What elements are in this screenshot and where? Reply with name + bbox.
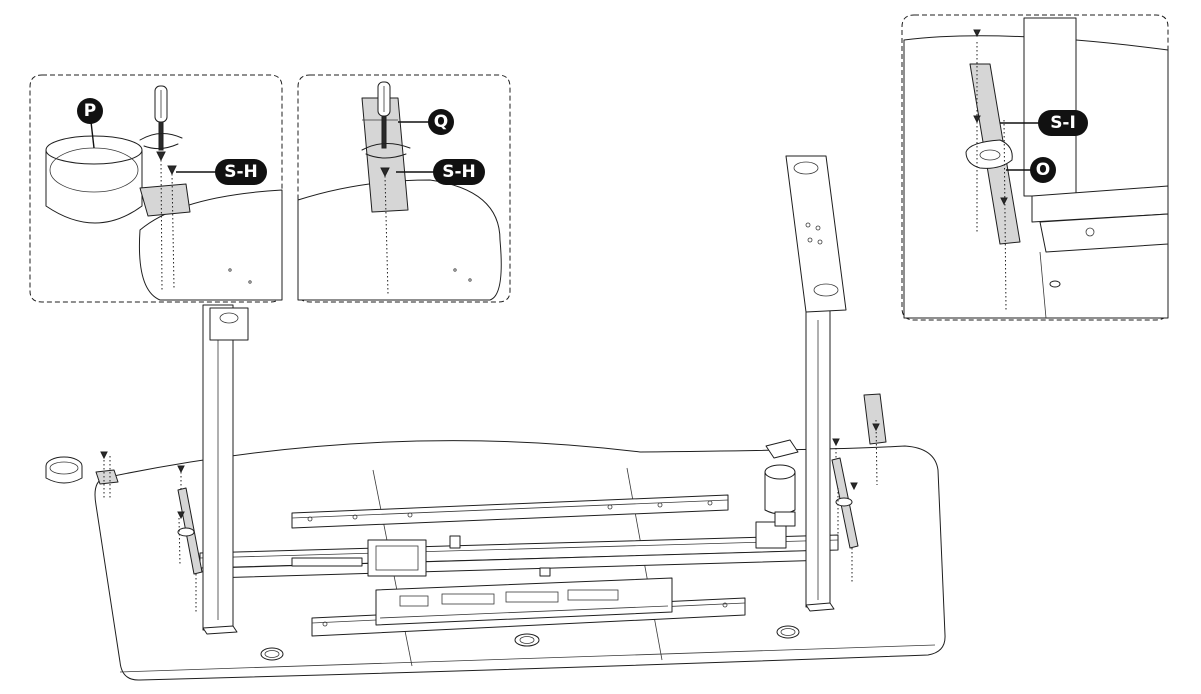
callout-si: S-I (1050, 113, 1076, 133)
hook-small (863, 393, 887, 486)
screw-icon (973, 29, 981, 38)
screw-icon (177, 511, 185, 520)
center-bracket (375, 577, 673, 626)
screw-icon (1000, 197, 1008, 206)
upper-crossbar (291, 494, 729, 529)
left-mount-rail (177, 465, 203, 612)
screw-icon (872, 423, 880, 432)
inset-mount-rail: S-I O (901, 14, 1169, 321)
control-box (764, 439, 799, 527)
screw-icon (177, 465, 185, 474)
callout-q: Q (434, 112, 448, 132)
callout-sh-left: S-H (224, 162, 258, 182)
left-leg (202, 304, 249, 635)
inset-cup-holder: P S-H (29, 74, 283, 303)
callout-p: P (84, 101, 96, 121)
screwdriver-icon (377, 81, 391, 149)
main-assembly (45, 155, 946, 681)
screw-icon (850, 482, 858, 491)
rotate-arrow-icon (139, 133, 183, 141)
screw-icon (100, 451, 108, 460)
frame-beam (199, 521, 839, 579)
screw-icon (973, 115, 981, 124)
rotate-arrow-icon (361, 143, 411, 151)
screw-icon (832, 438, 840, 447)
screwdriver-icon (154, 85, 168, 151)
right-leg (785, 155, 847, 612)
inset-hook: Q S-H (297, 74, 511, 303)
callout-o: O (1036, 160, 1050, 180)
callout-sh-middle: S-H (442, 162, 476, 182)
cup-holder-small (45, 451, 119, 500)
right-mount-rail (831, 438, 859, 584)
